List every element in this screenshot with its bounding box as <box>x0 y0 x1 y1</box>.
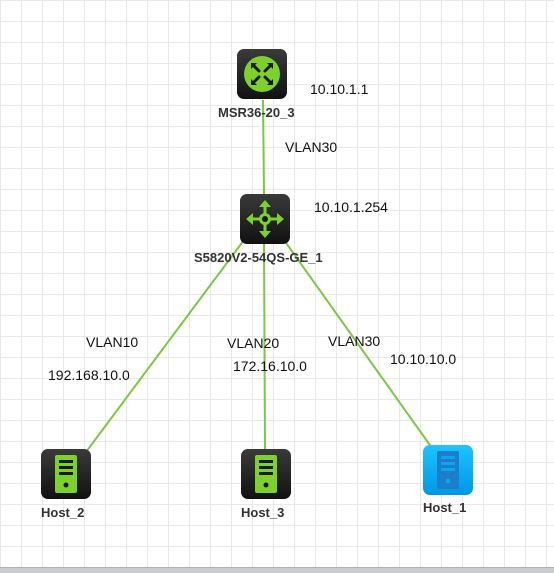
router-icon <box>244 56 280 92</box>
switch-icon <box>246 200 284 238</box>
server-icon <box>55 455 77 493</box>
host3-label: Host_3 <box>241 505 285 520</box>
host3-node[interactable] <box>241 449 291 499</box>
server-icon <box>437 451 459 489</box>
link-host3-vlan: VLAN20 <box>227 335 280 351</box>
router-node[interactable] <box>237 49 287 99</box>
link-host2-vlan: VLAN10 <box>86 334 139 350</box>
link-switch-host2[interactable] <box>85 239 245 453</box>
router-label: MSR36-20_3 <box>218 105 295 120</box>
link-switch-host3[interactable] <box>263 239 266 453</box>
host1-label: Host_1 <box>423 500 467 515</box>
router-ip: 10.10.1.1 <box>310 81 369 97</box>
link-switch-host1[interactable] <box>283 239 433 449</box>
switch-ip: 10.10.1.254 <box>314 199 388 215</box>
bottom-scrollbar[interactable] <box>0 567 554 573</box>
link-host1-subnet: 10.10.10.0 <box>390 351 457 367</box>
link-host2-subnet: 192.168.10.0 <box>48 367 130 383</box>
link-router-switch-vlan: VLAN30 <box>285 139 338 155</box>
link-host1-vlan: VLAN30 <box>328 333 381 349</box>
server-icon <box>255 455 277 493</box>
switch-node[interactable] <box>240 194 290 244</box>
switch-label: S5820V2-54QS-GE_1 <box>194 250 323 265</box>
host2-label: Host_2 <box>41 505 85 520</box>
link-router-switch[interactable] <box>262 99 265 195</box>
link-host3-subnet: 172.16.10.0 <box>233 358 307 374</box>
host1-node[interactable] <box>423 445 473 495</box>
host2-node[interactable] <box>41 449 91 499</box>
